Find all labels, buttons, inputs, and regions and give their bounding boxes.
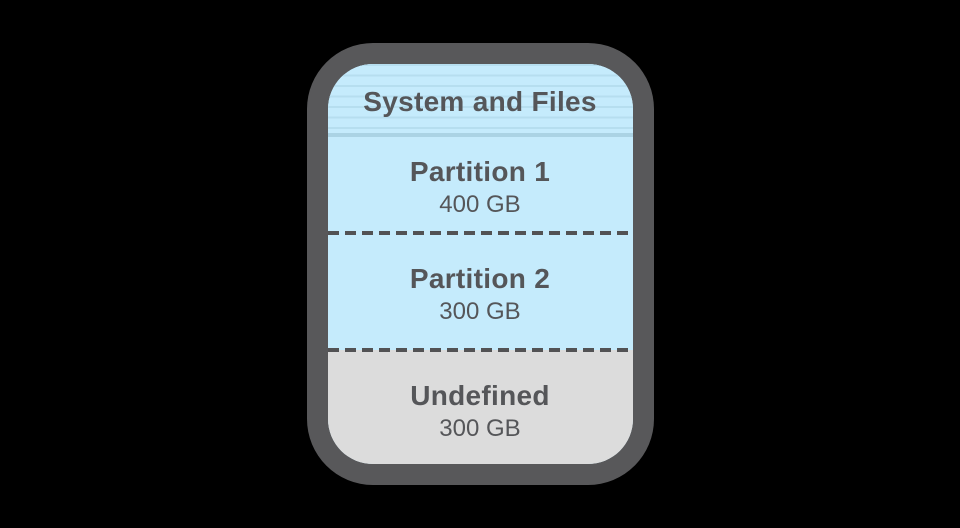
undefined-section: Undefined 300 GB	[327, 352, 633, 464]
partition-1-label: Partition 1	[409, 155, 551, 187]
undefined-size: 300 GB	[439, 414, 521, 442]
dashed-separator-1	[327, 231, 633, 235]
partition-1-size: 400 GB	[439, 190, 521, 218]
partition-2-size: 300 GB	[439, 298, 521, 326]
disk-diagram: System and Files Partition 1 400 GB Part…	[306, 43, 654, 485]
partition-2-section: Partition 2 300 GB	[327, 235, 633, 348]
dashed-separator-2	[327, 348, 633, 352]
partition-1-section: Partition 1 400 GB	[327, 137, 633, 231]
system-files-header: System and Files	[327, 64, 633, 137]
system-files-label: System and Files	[363, 85, 597, 117]
undefined-label: Undefined	[410, 379, 550, 411]
partition-2-label: Partition 2	[409, 263, 551, 295]
disk-inner: System and Files Partition 1 400 GB Part…	[327, 64, 633, 464]
